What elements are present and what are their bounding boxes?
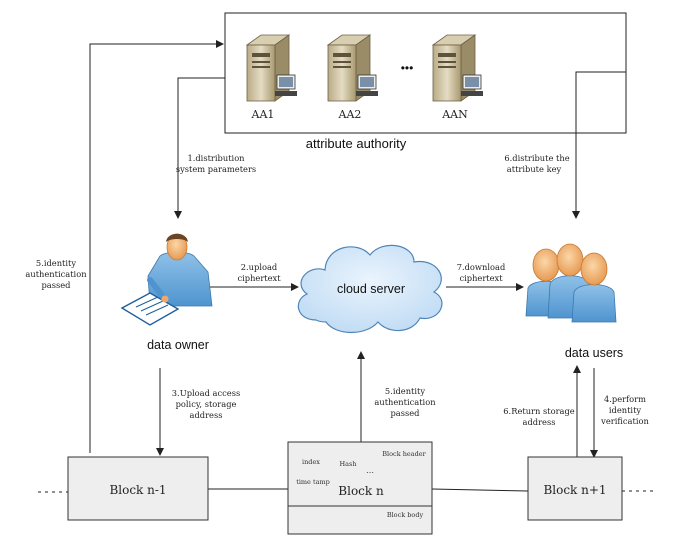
block-index-label: index: [302, 458, 320, 466]
block-hash-label: Hash: [339, 460, 356, 468]
step4-label-line3: verification: [600, 416, 649, 426]
chain-link-right: [431, 488, 529, 492]
step7-label-line2: ciphertext: [459, 273, 503, 283]
data-owner-label: data owner: [147, 338, 209, 352]
step5-mid-line3: passed: [391, 408, 421, 418]
step1-label-line1: 1.distribution: [187, 153, 245, 163]
block-next-box: [527, 456, 623, 521]
connectors: [89, 40, 626, 492]
server-aa2-icon: [326, 34, 378, 102]
block-prev-box: [67, 456, 209, 521]
block-current: Block header index Hash … time tamp Bloc…: [287, 441, 433, 535]
block-prev: Block n-1: [67, 456, 209, 521]
attribute-authority-group: AA1 AA2 ••• AAN attribut: [224, 12, 627, 151]
server-aa1-icon: [245, 34, 297, 102]
step5-left-line1: 5.identity: [36, 258, 76, 268]
step6-distribute-line2: attribute key: [507, 164, 562, 174]
server-aan-label: AAN: [441, 108, 468, 121]
block-body-label: Block body: [387, 511, 424, 519]
block-timestamp-label: time tamp: [296, 478, 330, 486]
block-prev-label: Block n-1: [109, 483, 166, 497]
step4-label-line1: 4.perform: [604, 394, 646, 404]
step2-label-line2: ciphertext: [237, 273, 281, 283]
step2-label-line1: 2.upload: [241, 262, 278, 272]
step5-mid-line2: authentication: [374, 397, 436, 407]
step5-mid-line1: 5.identity: [385, 386, 425, 396]
data-owner-icon: [120, 233, 213, 326]
step3-label-line1: 3.Upload access: [172, 388, 240, 398]
arrow-identity-passed-left: [89, 40, 224, 453]
arrow-distribute-key: [572, 71, 626, 219]
step6-return-line2: address: [523, 417, 556, 427]
cloud-server-label: cloud server: [337, 282, 405, 296]
step4-label-line2: identity: [609, 405, 642, 415]
server-aa2-label: AA2: [338, 108, 362, 121]
step-labels: 1.distribution system parameters 6.distr…: [25, 153, 649, 427]
block-current-box: [287, 441, 433, 535]
step5-left-line2: authentication: [25, 269, 87, 279]
step7-label-line1: 7.download: [457, 262, 506, 272]
block-header-label: Block header: [382, 450, 426, 458]
block-next-label: Block n+1: [543, 483, 606, 497]
attribute-authority-box: [224, 12, 627, 134]
server-aa1-label: AA1: [251, 108, 275, 121]
server-ellipsis: •••: [401, 61, 414, 75]
step5-left-line3: passed: [42, 280, 72, 290]
block-current-label: Block n: [338, 484, 384, 498]
arrow-distribution-params: [174, 77, 225, 219]
step6-distribute-line1: 6.distribute the: [504, 153, 569, 163]
attribute-authority-title: attribute authority: [306, 136, 407, 151]
server-aan-icon: [431, 34, 483, 102]
step3-label-line3: address: [190, 410, 223, 420]
cloud-server-icon: [297, 244, 443, 333]
data-users-label: data users: [565, 346, 623, 360]
block-next: Block n+1: [527, 456, 623, 521]
step6-return-line1: 6.Return storage: [503, 406, 575, 416]
data-users-icon: [525, 243, 617, 323]
step3-label-line2: policy, storage: [176, 399, 237, 409]
step1-label-line2: system parameters: [176, 164, 256, 174]
block-dots: …: [366, 466, 374, 475]
